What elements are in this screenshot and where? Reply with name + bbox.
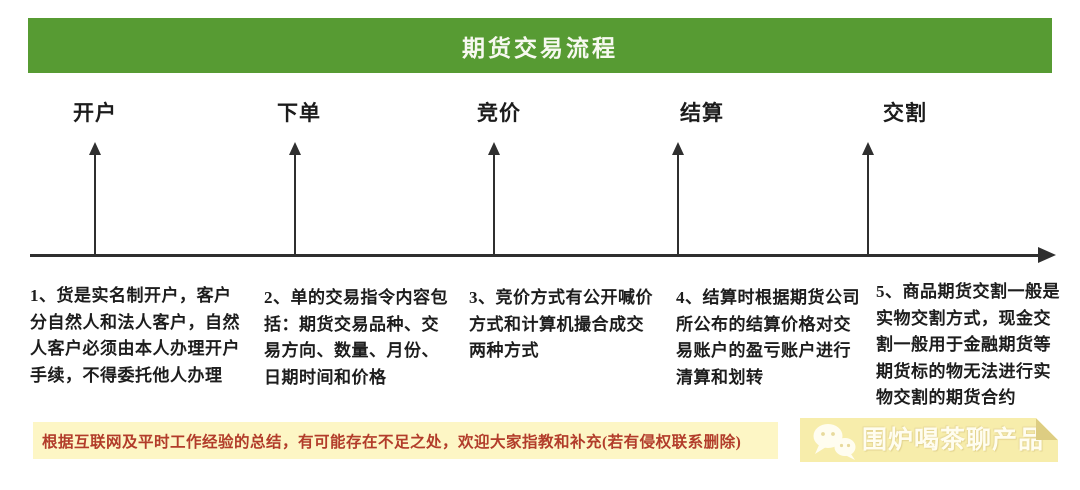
stage-desc-bidding: 3、竞价方式有公开喊价 方式和计算机撮合成交 两种方式 (469, 288, 653, 360)
stage-label-place-order: 下单 (277, 101, 321, 125)
up-arrow-4 (671, 142, 685, 255)
stage-label-settlement: 结算 (680, 101, 724, 125)
stage-label-bidding: 竞价 (477, 101, 521, 125)
watermark-ribbon: 围炉喝茶聊产品 (800, 418, 1058, 462)
timeline-axis (30, 254, 1040, 257)
page-title: 期货交易流程 (462, 35, 618, 61)
stage-desc-settlement: 4、结算时根据期货公司 所公布的结算价格对交 易账户的盈亏账户进行 清算和划转 (676, 288, 860, 387)
up-arrow-3 (487, 142, 501, 255)
footer-note-text: 根据互联网及平时工作经验的总结，有可能存在不足之处，欢迎大家指教和补充(若有侵权… (42, 433, 742, 451)
ribbon-fold-corner (1036, 418, 1058, 440)
footer-note-bar: 根据互联网及平时工作经验的总结，有可能存在不足之处，欢迎大家指教和补充(若有侵权… (33, 422, 778, 459)
stage-desc-open-account: 1、货是实名制开户，客户 分自然人和法人客户，自然 人客户必须由本人办理开户 手… (30, 286, 240, 385)
stage-label-open-account: 开户 (73, 101, 117, 125)
up-arrow-1 (88, 142, 102, 255)
up-arrow-5 (861, 142, 875, 255)
watermark-text: 围炉喝茶聊产品 (862, 427, 1045, 454)
up-arrow-2 (288, 142, 302, 255)
timeline-arrowhead-icon (1038, 247, 1056, 263)
stage-desc-place-order: 2、单的交易指令内容包 括：期货交易品种、交 易方向、数量、月份、 日期时间和价… (264, 288, 448, 387)
stage-label-delivery: 交割 (883, 101, 927, 125)
header-bar: 期货交易流程 (28, 18, 1052, 73)
stage-desc-delivery: 5、商品期货交割一般是 实物交割方式，现金交 割一般用于金融期货等 期货标的物无… (876, 282, 1060, 407)
wechat-icon (810, 421, 860, 461)
